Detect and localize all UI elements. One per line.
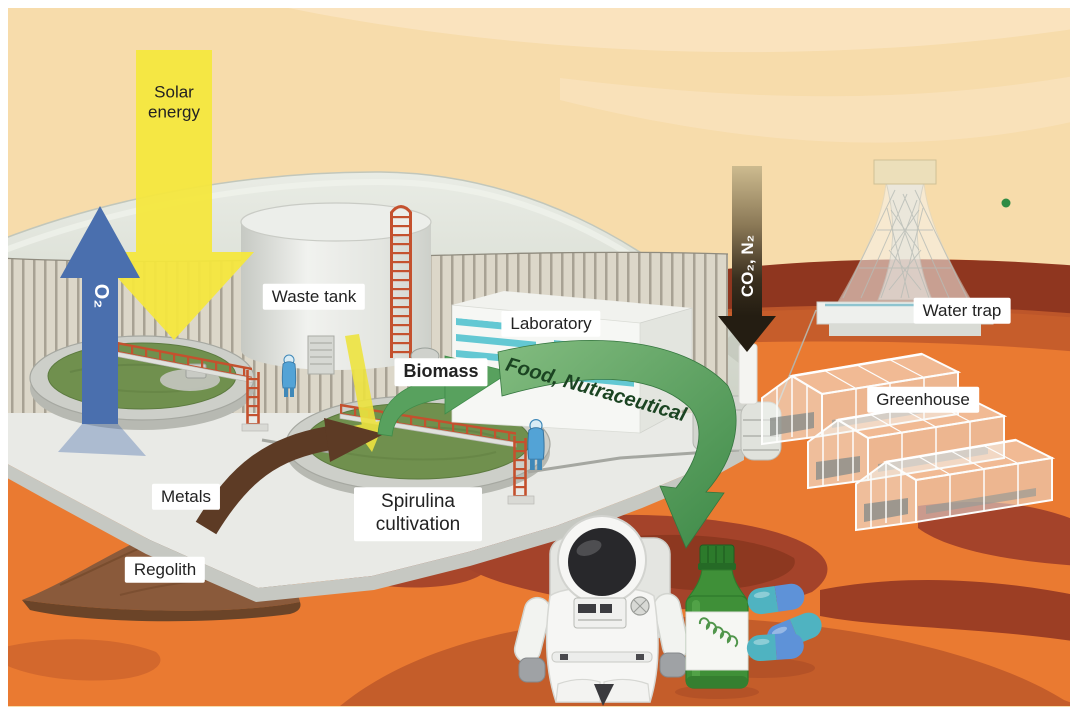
tank-ladder-icon xyxy=(391,214,411,358)
metals-label: Metals xyxy=(151,483,221,511)
spirulina-helix-icon xyxy=(698,617,739,648)
o2-arrow xyxy=(58,206,146,456)
waste-tank-label: Waste tank xyxy=(262,283,366,311)
astronaut-visor xyxy=(568,528,636,596)
astronaut xyxy=(513,515,690,706)
image-border-bottom xyxy=(0,707,1080,720)
green-dot xyxy=(1001,198,1011,208)
regolith-label: Regolith xyxy=(124,556,206,584)
tank-door xyxy=(307,335,335,375)
solar-energy-label: Solar energy xyxy=(148,82,200,122)
o2-label: O₂ xyxy=(90,283,112,309)
spirulina-bottle xyxy=(675,544,759,699)
co2-n2-arrow xyxy=(718,166,776,352)
supplement-pill-3 xyxy=(746,632,805,662)
sky-swirl-2 xyxy=(560,75,1080,143)
bottle-label xyxy=(685,611,749,671)
co2-n2-label: CO₂, N₂ xyxy=(737,234,757,298)
image-border-right xyxy=(1070,0,1080,720)
laboratory-label: Laboratory xyxy=(501,310,601,338)
sky-swirl xyxy=(250,0,1080,53)
water-trap-cap xyxy=(873,159,937,185)
spirulina-cultivation-label: Spirulina cultivation xyxy=(354,487,482,541)
bottle-cap xyxy=(699,544,735,566)
biomass-label: Biomass xyxy=(394,358,488,386)
food-nutraceutical-arrow xyxy=(497,339,737,549)
metals-arrow xyxy=(195,418,384,535)
greenhouse-label: Greenhouse xyxy=(867,386,979,414)
co2-intake-pipe xyxy=(738,343,758,405)
water-trap-label: Water trap xyxy=(913,297,1011,325)
